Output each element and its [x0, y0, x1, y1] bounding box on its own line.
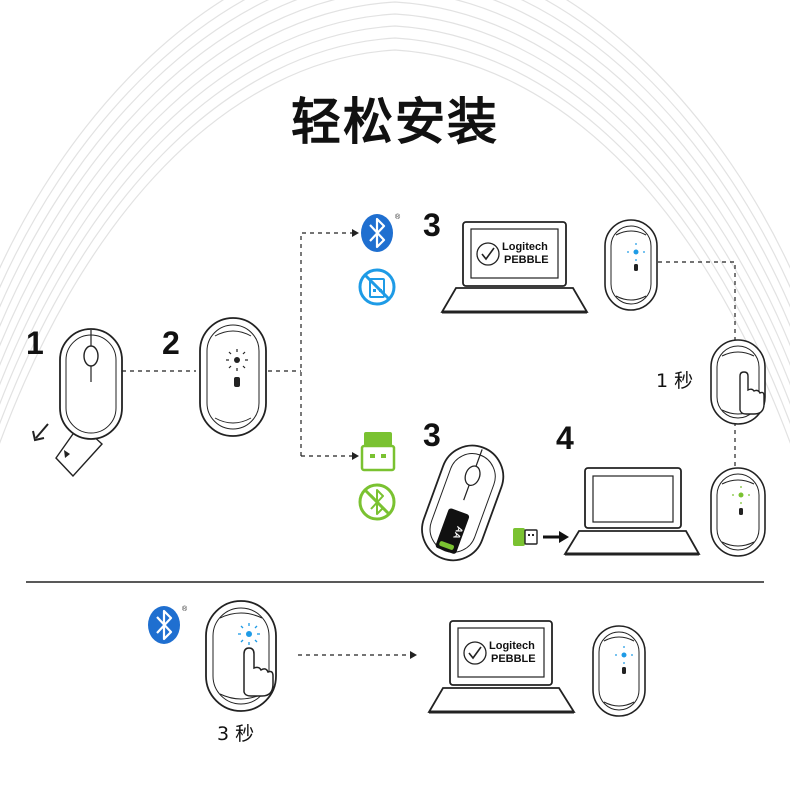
laptop-screen-brand: Logitech	[489, 640, 535, 652]
step-4-number: 4	[556, 420, 574, 456]
svg-text:®: ®	[395, 213, 401, 221]
connector-lines	[122, 232, 736, 656]
bluetooth-icon: ®	[361, 213, 401, 252]
hand-press-icon	[739, 371, 765, 415]
pair-press-duration: 3 秒	[217, 723, 255, 745]
checkmark-icon	[476, 242, 500, 266]
switch-press-duration: 1 秒	[656, 370, 694, 392]
laptop-screen-product: PEBBLE	[491, 653, 536, 665]
hand-press-icon	[243, 647, 274, 697]
step-1-number: 1	[26, 325, 44, 361]
svg-text:®: ®	[182, 605, 188, 613]
mouse-bottom-receiver-pairing	[710, 467, 766, 557]
mouse-bottom-bluetooth-pairing	[604, 219, 658, 311]
no-bluetooth-icon	[358, 483, 396, 521]
no-receiver-icon	[358, 268, 396, 306]
mouse-top-view	[32, 328, 123, 478]
mouse-bottom-step2	[199, 317, 267, 437]
step-3-receiver-number: 3	[423, 417, 441, 453]
mouse-bottom-paired	[592, 625, 646, 717]
checkmark-icon	[463, 641, 487, 665]
usb-receiver-icon	[360, 432, 396, 472]
mouse-receiver-with-battery: AA	[421, 444, 505, 562]
mouse-bottom-switch	[710, 339, 766, 425]
usb-receiver-plugging	[513, 528, 569, 546]
laptop-screen-brand: Logitech	[502, 241, 548, 253]
laptop-long-press	[427, 620, 576, 714]
battery-label: AA	[451, 525, 465, 541]
laptop-bluetooth	[440, 221, 589, 314]
laptop-receiver	[563, 467, 701, 556]
step-2-number: 2	[162, 325, 180, 361]
bluetooth-icon: ®	[148, 605, 188, 644]
page-title: 轻松安装	[291, 93, 499, 151]
step-3-bluetooth-number: 3	[423, 207, 441, 243]
laptop-screen-product: PEBBLE	[504, 254, 549, 266]
mouse-bottom-long-press	[205, 600, 277, 712]
